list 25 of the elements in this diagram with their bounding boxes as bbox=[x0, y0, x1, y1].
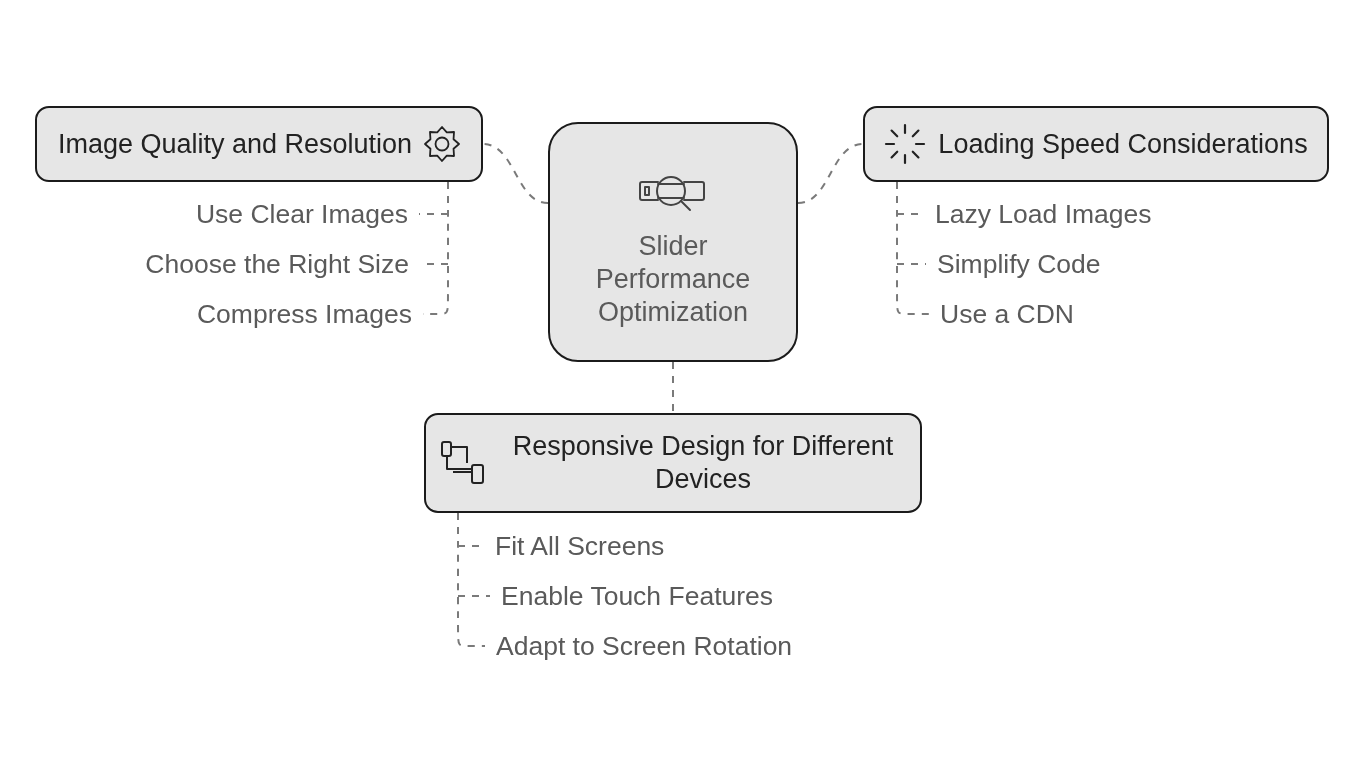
tip-label: Compress Images bbox=[197, 299, 412, 329]
topic-title: Responsive Design for Different Devices bbox=[511, 430, 895, 496]
topic-box bbox=[863, 106, 1329, 182]
connector-line bbox=[482, 143, 549, 204]
central-topic-box bbox=[548, 122, 798, 362]
connector-line bbox=[457, 595, 491, 597]
topic-title: Slider Performance Optimization bbox=[594, 230, 752, 329]
connector-line bbox=[896, 181, 930, 315]
connector-line bbox=[418, 213, 449, 215]
tip-label: Lazy Load Images bbox=[935, 199, 1152, 229]
connector-line bbox=[672, 361, 674, 414]
topic-title: Image Quality and Resolution bbox=[57, 127, 413, 161]
tip-label: Use a CDN bbox=[940, 299, 1074, 329]
connector-line bbox=[457, 512, 486, 647]
topic-title: Loading Speed Considerations bbox=[938, 127, 1308, 161]
tip-label: Choose the Right Size bbox=[145, 249, 409, 279]
tip-label: Enable Touch Features bbox=[501, 581, 774, 611]
tip-label: Fit All Screens bbox=[495, 531, 665, 561]
topic-box bbox=[424, 413, 922, 513]
tip-label: Use Clear Images bbox=[195, 199, 408, 229]
tip-label: Simplify Code bbox=[937, 249, 1101, 279]
connector-line bbox=[797, 143, 864, 204]
topic-box bbox=[35, 106, 483, 182]
connector-line bbox=[896, 263, 927, 265]
tip-label: Adapt to Screen Rotation bbox=[496, 631, 793, 661]
